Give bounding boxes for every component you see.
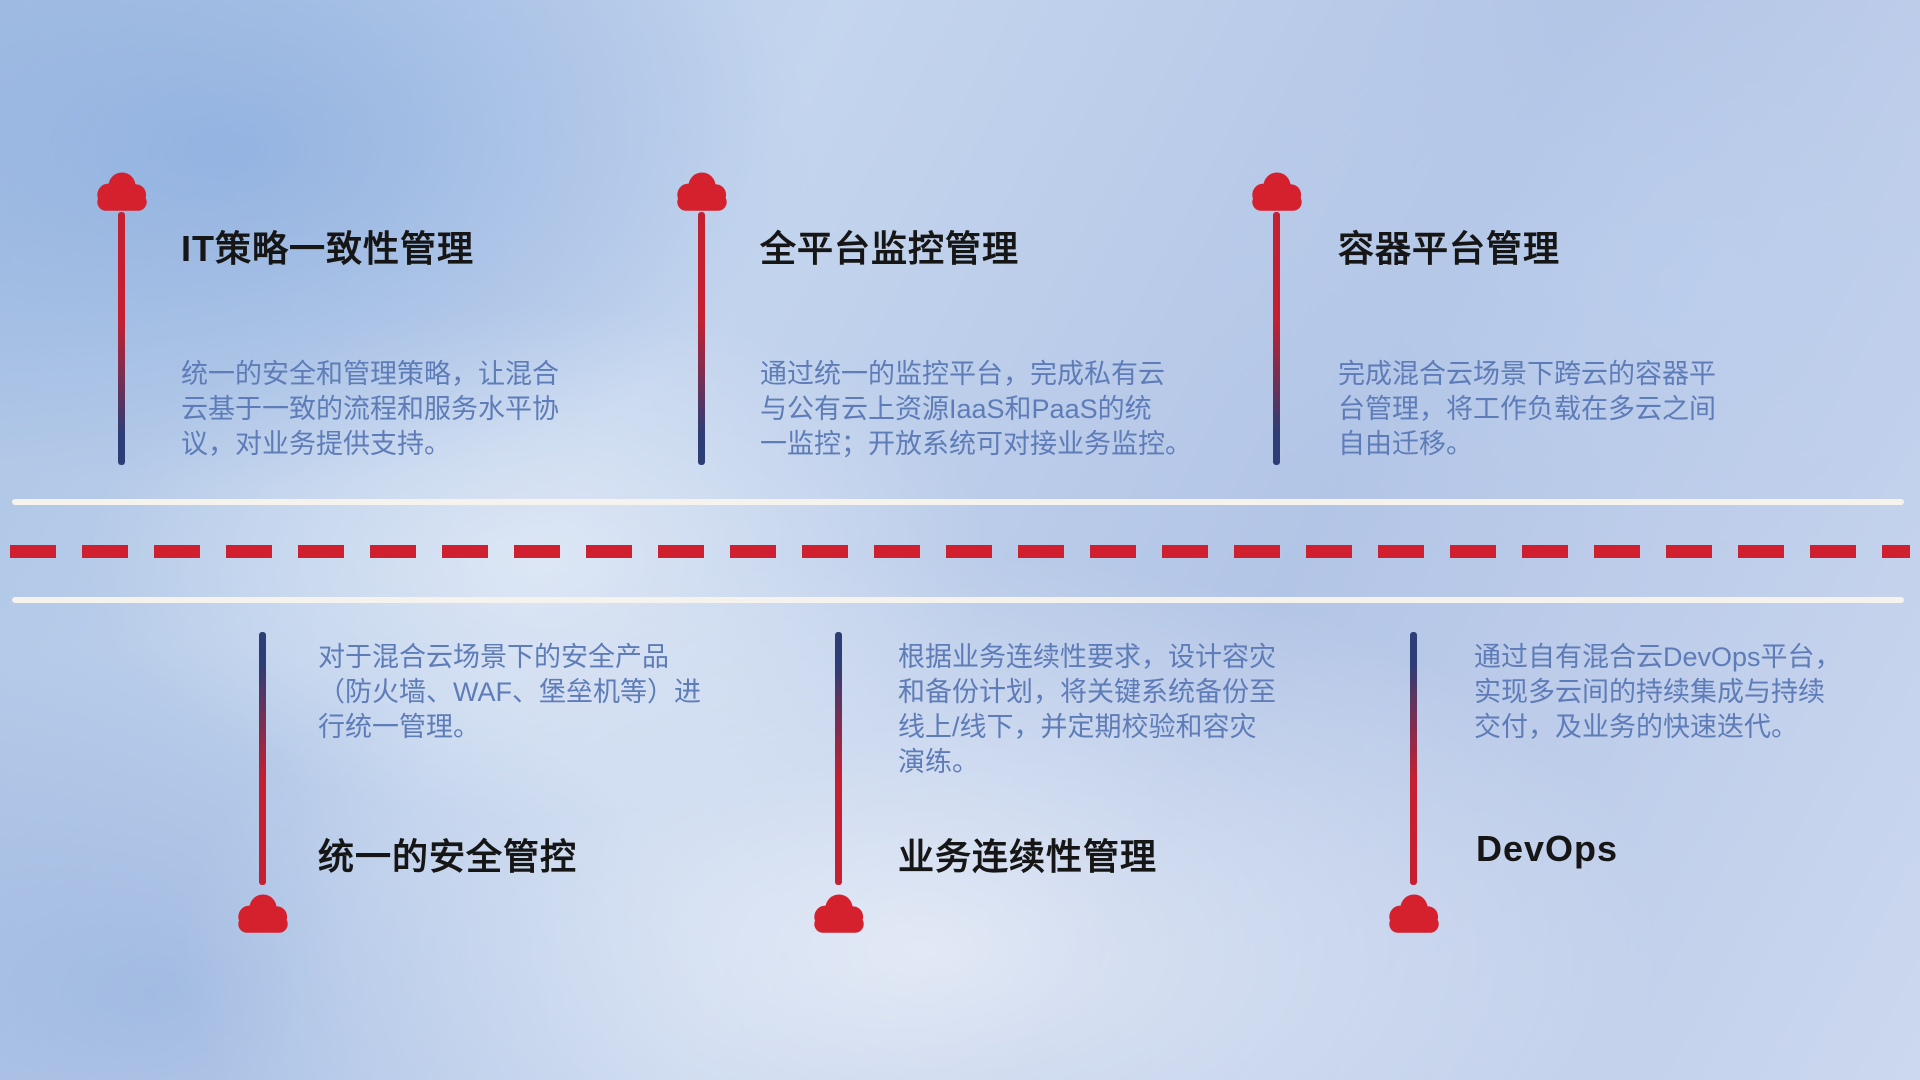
timeline-dashed-line bbox=[10, 545, 1910, 558]
capability-description: 完成混合云场景下跨云的容器平 台管理，将工作负载在多云之间 自由迁移。 bbox=[1338, 359, 1716, 459]
separator-line-top bbox=[12, 499, 1904, 505]
connector-line bbox=[698, 212, 705, 465]
cloud-icon bbox=[1248, 170, 1306, 212]
capability-title: 统一的安全管控 bbox=[318, 836, 578, 877]
separator-line-bottom bbox=[12, 597, 1904, 603]
connector-line bbox=[1410, 632, 1417, 885]
cloud-icon bbox=[93, 170, 151, 212]
connector-line bbox=[118, 212, 125, 465]
capability-description: 通过统一的监控平台，完成私有云 与公有云上资源IaaS和PaaS的统 一监控；开… bbox=[760, 359, 1192, 459]
connector-line bbox=[835, 632, 842, 885]
capability-title: 全平台监控管理 bbox=[760, 228, 1020, 269]
capability-title: DevOps bbox=[1476, 828, 1619, 869]
capability-title: IT策略一致性管理 bbox=[181, 228, 474, 269]
capability-description: 通过自有混合云DevOps平台， 实现多云间的持续集成与持续 交付，及业务的快速… bbox=[1474, 642, 1842, 742]
connector-line bbox=[1273, 212, 1280, 465]
connector-line bbox=[259, 632, 266, 885]
capability-title: 业务连续性管理 bbox=[898, 836, 1158, 877]
capability-description: 根据业务连续性要求，设计容灾 和备份计划，将关键系统备份至 线上/线下，并定期校… bbox=[898, 642, 1276, 777]
capability-description: 统一的安全和管理策略，让混合 云基于一致的流程和服务水平协 议，对业务提供支持。 bbox=[181, 359, 559, 459]
capability-title: 容器平台管理 bbox=[1338, 228, 1561, 269]
cloud-icon bbox=[1385, 892, 1443, 934]
cloud-icon bbox=[810, 892, 868, 934]
cloud-icon bbox=[234, 892, 292, 934]
capability-description: 对于混合云场景下的安全产品 （防火墙、WAF、堡垒机等）进 行统一管理。 bbox=[318, 642, 701, 742]
cloud-icon bbox=[673, 170, 731, 212]
